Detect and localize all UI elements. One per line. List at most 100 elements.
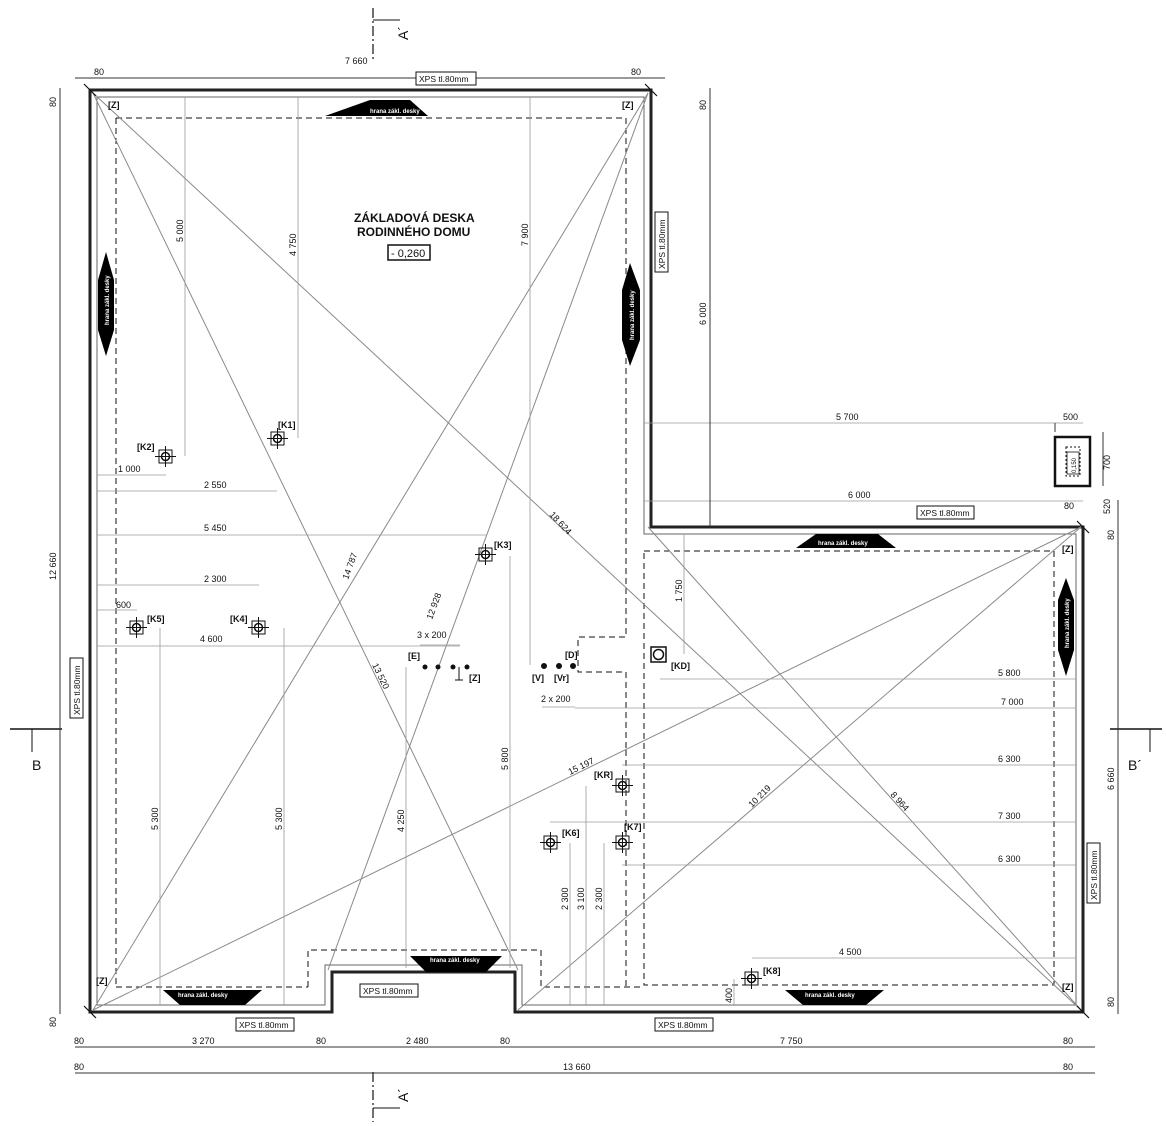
svg-text:5 800: 5 800 <box>500 747 510 770</box>
svg-text:80: 80 <box>631 67 641 77</box>
xps-label-notch: XPS tl.80mm <box>359 983 419 998</box>
svg-text:18 624: 18 624 <box>548 510 574 537</box>
point-k2: [K2] <box>137 442 176 467</box>
svg-text:80: 80 <box>1064 501 1074 511</box>
svg-text:5 300: 5 300 <box>274 807 284 830</box>
diagonal-lines <box>92 92 1082 1011</box>
svg-text:2 x 200: 2 x 200 <box>541 694 571 704</box>
svg-text:hrana zákl. desky: hrana zákl. desky <box>105 275 111 325</box>
svg-text:5 000: 5 000 <box>175 219 185 242</box>
svg-text:520: 520 <box>1102 499 1112 514</box>
svg-text:XPS tl.80mm: XPS tl.80mm <box>657 219 667 269</box>
level-box <box>387 244 431 261</box>
svg-text:hrana zákl. desky: hrana zákl. desky <box>178 993 228 999</box>
section-b-left: B <box>10 728 62 773</box>
svg-text:7 750: 7 750 <box>780 1036 803 1046</box>
corner-ticks <box>83 83 1090 1019</box>
point-k1: [K1] <box>267 420 296 449</box>
svg-text:[Vr]: [Vr] <box>554 673 569 683</box>
svg-text:5 800: 5 800 <box>998 668 1021 678</box>
svg-text:80: 80 <box>1063 1062 1073 1072</box>
svg-text:XPS tl.80mm: XPS tl.80mm <box>920 508 970 518</box>
dim-top-total: 7 660 <box>345 56 368 66</box>
svg-text:2 480: 2 480 <box>406 1036 429 1046</box>
point-k4: [K4] <box>230 614 269 638</box>
inner-dimension-lines <box>97 97 1083 1005</box>
svg-text:2 300: 2 300 <box>560 887 570 910</box>
svg-text:hrana zákl. desky: hrana zákl. desky <box>1065 598 1071 648</box>
section-b-right: B´ <box>1110 728 1162 773</box>
svg-text:5 450: 5 450 <box>204 523 227 533</box>
small-box-label: 0,150 <box>1072 457 1078 473</box>
edge-badge-right-upper: hrana zákl. desky <box>622 263 640 366</box>
svg-text:XPS tl.80mm: XPS tl.80mm <box>239 1020 289 1030</box>
svg-text:500: 500 <box>1063 412 1078 422</box>
svg-text:80: 80 <box>74 1036 84 1046</box>
edge-badge-bottom-left: hrana zákl. desky <box>163 990 262 1005</box>
svg-text:XPS tl.80mm: XPS tl.80mm <box>1089 850 1099 900</box>
dashed-footing-lines <box>115 117 1055 988</box>
outer-dimension-lines <box>59 77 1119 1074</box>
svg-text:3 270: 3 270 <box>192 1036 215 1046</box>
svg-text:hrana zákl. desky: hrana zákl. desky <box>805 993 855 999</box>
svg-text:4 500: 4 500 <box>839 947 862 957</box>
point-kr: [KR] <box>594 770 633 796</box>
svg-text:[K3]: [K3] <box>494 540 512 550</box>
utility-e: [E] [Z] <box>408 651 481 683</box>
edge-badge-right-lower: hrana zákl. desky <box>1058 578 1074 676</box>
svg-text:13 520: 13 520 <box>370 661 391 690</box>
svg-text:5 300: 5 300 <box>150 807 160 830</box>
svg-text:10 219: 10 219 <box>746 783 773 810</box>
svg-text:hrana zákl. desky: hrana zákl. desky <box>630 290 636 340</box>
svg-text:XPS tl.80mm: XPS tl.80mm <box>72 665 82 715</box>
svg-text:600: 600 <box>116 600 131 610</box>
svg-text:6 300: 6 300 <box>998 754 1021 764</box>
point-k3: [K3] <box>475 540 512 565</box>
svg-text:80: 80 <box>1063 1036 1073 1046</box>
dim-bottom-total: 13 660 <box>563 1062 591 1072</box>
point-k5: [K5] <box>126 614 165 638</box>
plan-title-line2: RODINNÉHO DOMU <box>357 224 470 239</box>
svg-text:XPS tl.80mm: XPS tl.80mm <box>658 1020 708 1030</box>
svg-text:[K1]: [K1] <box>278 420 296 430</box>
svg-text:[D]: [D] <box>565 650 578 660</box>
svg-text:[K7]: [K7] <box>624 822 642 832</box>
svg-text:7 300: 7 300 <box>998 811 1021 821</box>
corner-z-tr: [Z] <box>622 100 634 110</box>
insulation-inner-line <box>96 96 1077 1006</box>
svg-text:80: 80 <box>74 1062 84 1072</box>
svg-text:hrana zákl. desky: hrana zákl. desky <box>818 541 868 547</box>
foundation-outline <box>88 88 1085 1014</box>
xps-label-top: XPS tl.80mm <box>415 71 477 86</box>
small-box: 0,150 <box>1053 435 1092 488</box>
svg-text:[K4]: [K4] <box>230 614 248 624</box>
svg-text:4 250: 4 250 <box>396 809 406 832</box>
svg-text:6 300: 6 300 <box>998 854 1021 864</box>
xps-label-right-upper: XPS tl.80mm <box>654 211 669 273</box>
svg-text:80: 80 <box>94 67 104 77</box>
svg-text:7 000: 7 000 <box>1001 697 1024 707</box>
svg-text:[KD]: [KD] <box>671 661 690 671</box>
corner-z-br: [Z] <box>1062 982 1074 992</box>
svg-text:[E]: [E] <box>408 651 420 661</box>
svg-text:12 928: 12 928 <box>424 591 443 620</box>
edge-badge-top: hrana zákl. desky <box>325 100 428 116</box>
svg-text:3 x 200: 3 x 200 <box>417 630 447 640</box>
svg-text:4 750: 4 750 <box>288 233 298 256</box>
point-k6: [K6] <box>540 828 580 853</box>
svg-text:8 964: 8 964 <box>889 790 912 813</box>
edge-badge-notch: hrana zákl. desky <box>410 956 502 972</box>
svg-text:XPS tl.80mm: XPS tl.80mm <box>363 986 413 996</box>
section-a-top: A´ <box>372 8 411 60</box>
svg-text:80: 80 <box>698 100 708 110</box>
svg-text:80: 80 <box>48 1017 58 1027</box>
xps-label-left: XPS tl.80mm <box>69 657 84 719</box>
svg-text:400: 400 <box>724 988 734 1003</box>
svg-text:2 300: 2 300 <box>204 574 227 584</box>
svg-text:80: 80 <box>316 1036 326 1046</box>
point-k7: [K7] <box>612 822 642 853</box>
svg-text:XPS tl.80mm: XPS tl.80mm <box>419 74 469 84</box>
xps-label-right-lower: XPS tl.80mm <box>1086 842 1101 904</box>
section-label-b: B <box>32 757 41 773</box>
svg-text:[K2]: [K2] <box>137 442 155 452</box>
